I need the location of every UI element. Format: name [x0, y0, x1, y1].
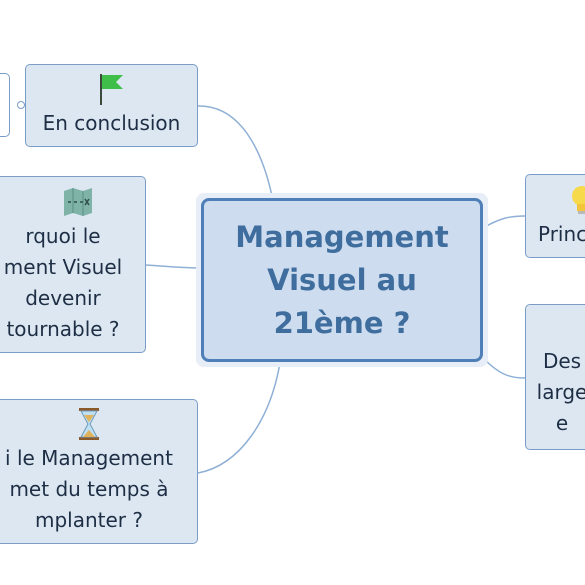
connector-time	[197, 362, 281, 474]
connector-principles	[482, 215, 526, 229]
lightbulb-icon	[570, 183, 585, 217]
node-principes-label: Princ	[538, 221, 585, 246]
node-pourquoi-label: rquoi le ment Visuel devenir tournable ?	[3, 223, 123, 341]
node-des-label: Des large e	[536, 348, 585, 435]
connector-des	[482, 357, 526, 379]
node-temps[interactable]: i le Management met du temps à mplanter …	[0, 399, 198, 544]
node-temps-label: i le Management met du temps à mplanter …	[5, 446, 173, 532]
node-des[interactable]: Des large e	[525, 304, 585, 450]
node-en-conclusion[interactable]: En conclusion	[25, 64, 198, 147]
central-topic[interactable]: Management Visuel au 21ème ?	[201, 198, 483, 362]
offscreen-node-fragment[interactable]	[0, 73, 10, 137]
central-topic-label: Management Visuel au 21ème ?	[235, 219, 449, 340]
node-pourquoi[interactable]: rquoi le ment Visuel devenir tournable ?	[0, 176, 146, 353]
green-flag-icon	[97, 72, 127, 106]
node-en-conclusion-label: En conclusion	[42, 111, 181, 135]
map-icon	[62, 185, 94, 219]
hourglass-icon	[77, 407, 101, 441]
node-principes[interactable]: Princ	[525, 174, 585, 258]
collapse-toggle[interactable]	[17, 101, 25, 109]
connector-why	[145, 264, 202, 269]
connector-conclusion	[197, 105, 273, 197]
